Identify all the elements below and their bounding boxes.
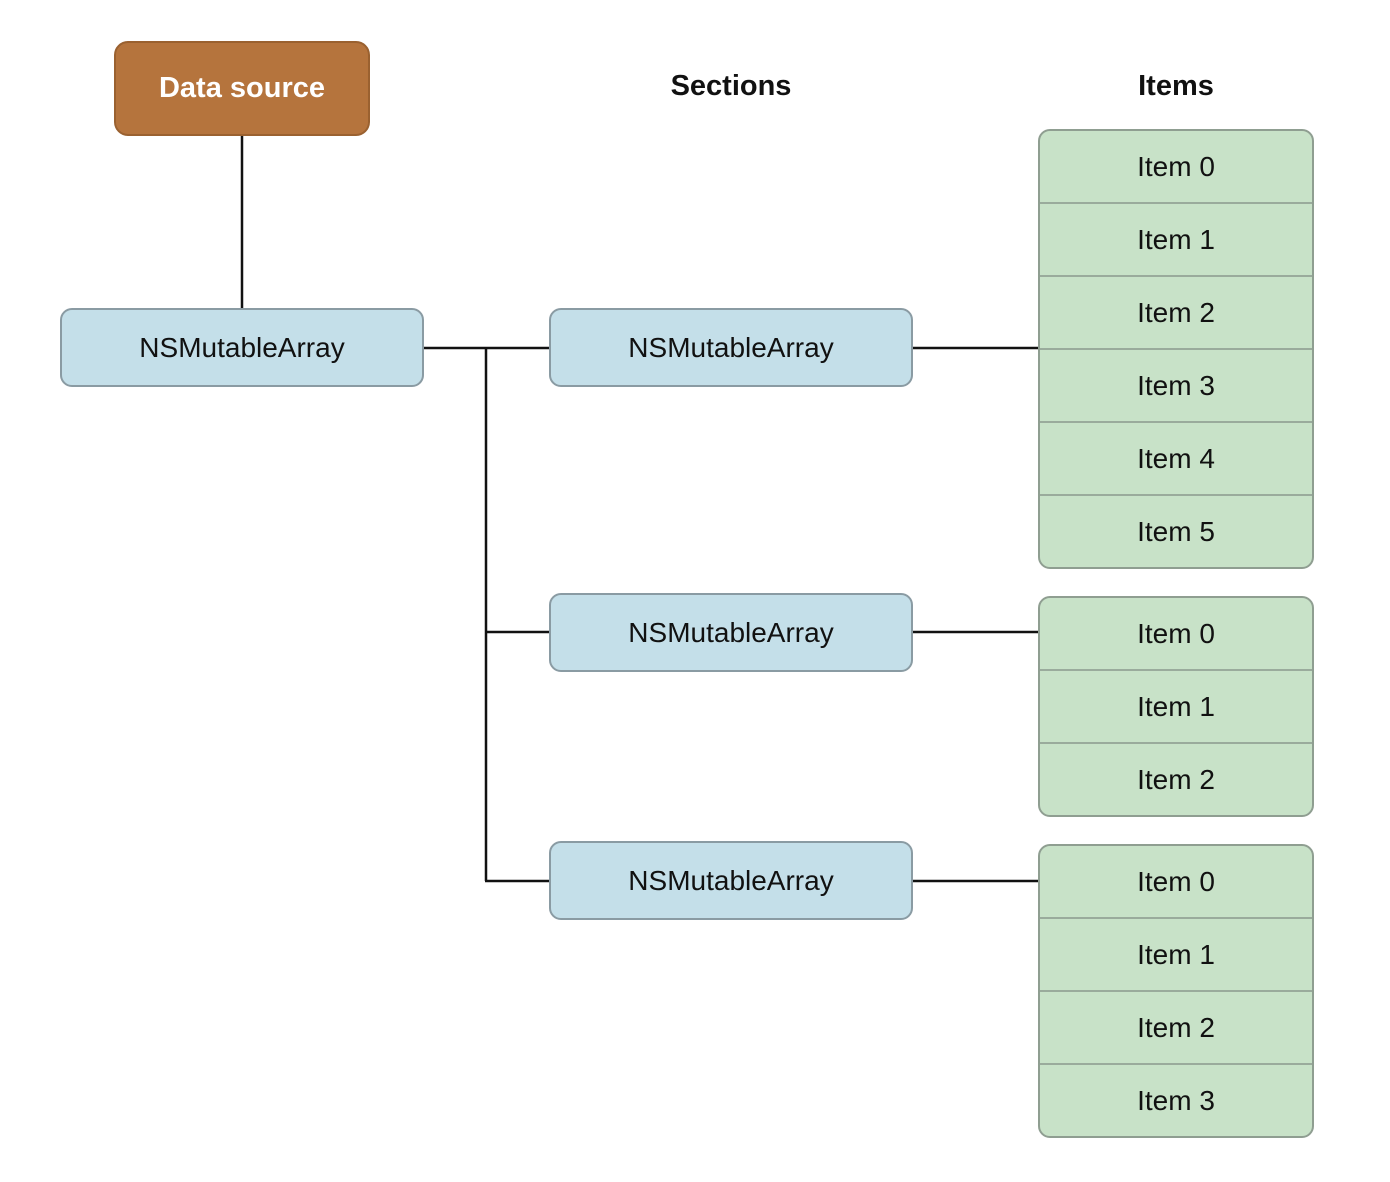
item-cell: Item 2 <box>1040 275 1312 348</box>
item-cell: Item 2 <box>1040 990 1312 1063</box>
item-cell: Item 0 <box>1137 865 1215 897</box>
section-array-node-2: NSMutableArray <box>549 841 913 920</box>
root-array-node: NSMutableArray <box>60 308 424 387</box>
item-cell: Item 5 <box>1040 494 1312 567</box>
sections-header: Sections <box>670 70 792 102</box>
item-cell: Item 0 <box>1137 617 1215 649</box>
item-cell: Item 1 <box>1040 669 1312 742</box>
items-header: Items <box>1138 70 1214 102</box>
item-cell: Item 3 <box>1040 1063 1312 1136</box>
item-cell: Item 1 <box>1040 202 1312 275</box>
item-cell: Item 0 <box>1137 150 1215 182</box>
section-array-node-1: NSMutableArray <box>549 593 913 672</box>
items-group-section-1: Item 0 Item 1 Item 2 <box>1038 596 1314 817</box>
data-source-node: Data source <box>114 41 370 136</box>
items-group-section-2: Item 0 Item 1 Item 2 Item 3 <box>1038 844 1314 1138</box>
items-group-section-0: Item 0 Item 1 Item 2 Item 3 Item 4 Item … <box>1038 129 1314 569</box>
item-cell: Item 1 <box>1040 917 1312 990</box>
section-array-node-0: NSMutableArray <box>549 308 913 387</box>
item-cell: Item 3 <box>1040 348 1312 421</box>
item-cell: Item 2 <box>1040 742 1312 815</box>
item-cell: Item 4 <box>1040 421 1312 494</box>
